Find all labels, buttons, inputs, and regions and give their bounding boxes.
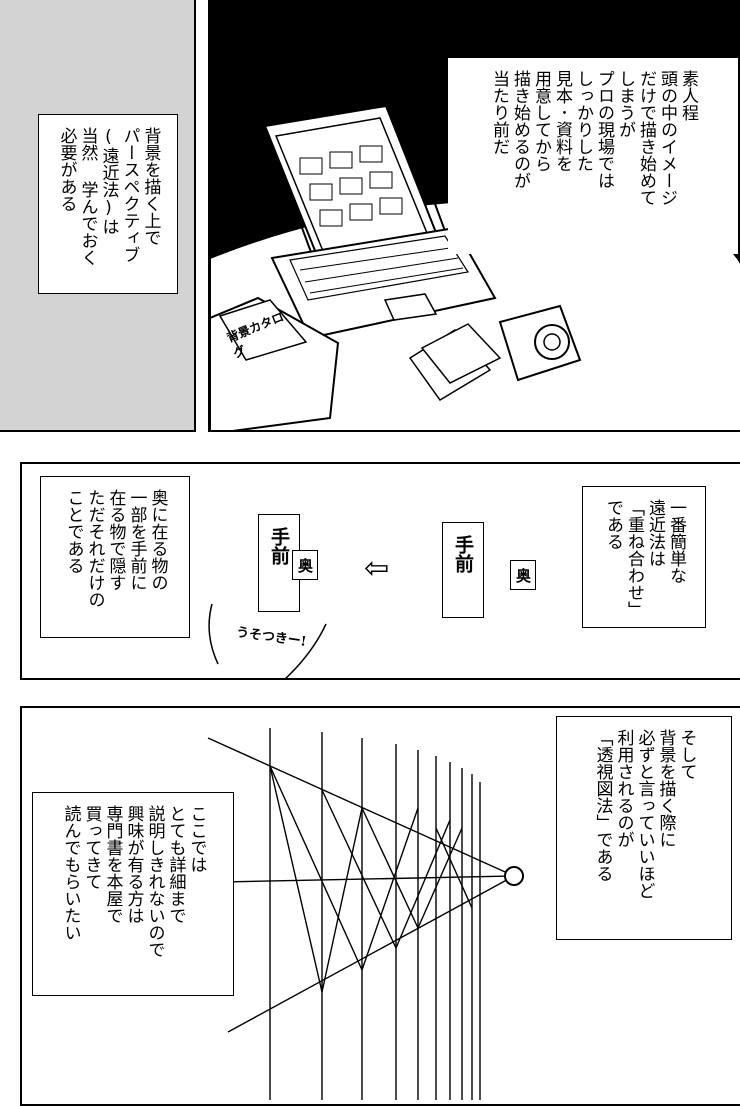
left-arrow-icon: ⇦ [364,551,390,586]
panel-3: ここではとても詳細まで説明しきれないので興味が有る方は専門書を本屋で買ってきて読… [20,706,740,1106]
panel-1-right-caption: 素人程頭の中のイメージだけで描き始めてしまうがプロの現場ではしっかりした見本･資… [448,58,738,254]
panel-3-left-caption: ここではとても詳細まで説明しきれないので興味が有る方は専門書を本屋で買ってきて読… [32,792,234,996]
panel-2: 奥に在る物の一部を手前に在る物で隠すただそれだけのことである 手前 奥 ⇦ 手前… [20,462,740,680]
separate-card-front: 手前 [442,522,484,618]
caption-line: 素人程 [678,70,698,121]
reference-book-illustration [210,296,340,430]
separate-card-front-label: 手前 [452,535,474,573]
panel-3-right-caption: そして背景を描く際に必ずと言っていいほど利用されるのが「透視図法」である [556,716,732,940]
separate-card-back: 奥 [510,560,536,590]
caption-line: (遠近法)は [98,127,119,235]
caption-line: である [603,499,623,550]
camera-illustration [498,304,582,382]
caption-line: 当然 学んでおく [77,127,98,266]
caption-line: 必要がある [56,127,77,212]
caption-line: 「重ね合わせ」 [624,499,644,618]
overlap-card-back: 奥 [292,550,318,580]
panel-1-left: 背景を描く上でパースペクティブ(遠近法)は当然 学んでおく必要がある [0,0,196,432]
caption-line: そして [676,729,697,780]
perspective-diagram [173,728,524,1100]
caption-line: プロの現場では [594,70,614,189]
vanishing-point-icon [504,866,524,886]
caption-line: 頭の中のイメージ [657,70,677,206]
caption-line: ここでは [186,805,207,873]
caption-line: パースペクティブ [119,127,140,263]
handwritten-lines [208,603,327,678]
panel-2-left-caption: 奥に在る物の一部を手前に在る物で隠すただそれだけのことである [40,476,190,638]
caption-line: 一部を手前に [126,489,147,591]
laptop-illustration [263,94,497,340]
caption-line: ただそれだけの [84,489,105,608]
caption-line: とても詳細まで [165,805,186,924]
card-front-label: 手前 [268,527,290,565]
panel-3-left-caption-text: ここではとても詳細まで説明しきれないので興味が有る方は専門書を本屋で買ってきて読… [60,805,207,958]
caption-line: 描き始めるのが [510,70,530,189]
panel-1-left-caption: 背景を描く上でパースペクティブ(遠近法)は当然 学んでおく必要がある [38,114,178,294]
panel-2-right-caption-text: 一番簡単な遠近法は「重ね合わせ」である [602,499,686,618]
caption-line: 遠近法は [645,499,665,567]
panel-1-left-caption-text: 背景を描く上でパースペクティブ(遠近法)は当然 学んでおく必要がある [56,127,161,266]
card-back-label: 奥 [296,557,314,573]
caption-line: しまうが [615,70,635,138]
caption-line: 利用されるのが [613,729,634,848]
panel-1-right: 背景カタログ 素人程頭の中のイメージだけで描き始めてしまうがプロの現場ではしっか… [208,0,740,432]
panel-2-right-caption: 一番簡単な遠近法は「重ね合わせ」である [582,486,706,628]
caption-line: 当たり前だ [489,70,509,155]
caption-line: 奥に在る物の [147,489,168,591]
caption-line: 読んでもらいたい [60,805,81,941]
caption-line: ことである [63,489,84,574]
caption-line: だけで描き始めて [636,70,656,206]
panel-3-right-caption-text: そして背景を描く際に必ずと言っていいほど利用されるのが「透視図法」である [592,729,697,899]
caption-line: 専門書を本屋で [102,805,123,924]
caption-line: 見本･資料を [552,70,572,172]
caption-line: 必ずと言っていいほど [634,729,655,899]
panel-1-right-caption-text: 素人程頭の中のイメージだけで描き始めてしまうがプロの現場ではしっかりした見本･資… [488,70,698,206]
caption-line: 説明しきれないので [144,805,165,958]
caption-line: 一番簡単な [666,499,686,584]
separate-card-back-label: 奥 [514,567,532,583]
desk-scene [210,94,740,430]
panel-2-left-caption-text: 奥に在る物の一部を手前に在る物で隠すただそれだけのことである [63,489,168,608]
caption-line: 背景を描く上で [140,127,161,246]
caption-line: 買ってきて [81,805,102,890]
caption-line: 興味が有る方は [123,805,144,924]
caption-line: 用意してから [531,70,551,172]
caption-line: しっかりした [573,70,593,172]
caption-line: 「透視図法」である [592,729,613,882]
caption-line: 背景を描く際に [655,729,676,848]
caption-line: 在る物で隠す [105,489,126,591]
